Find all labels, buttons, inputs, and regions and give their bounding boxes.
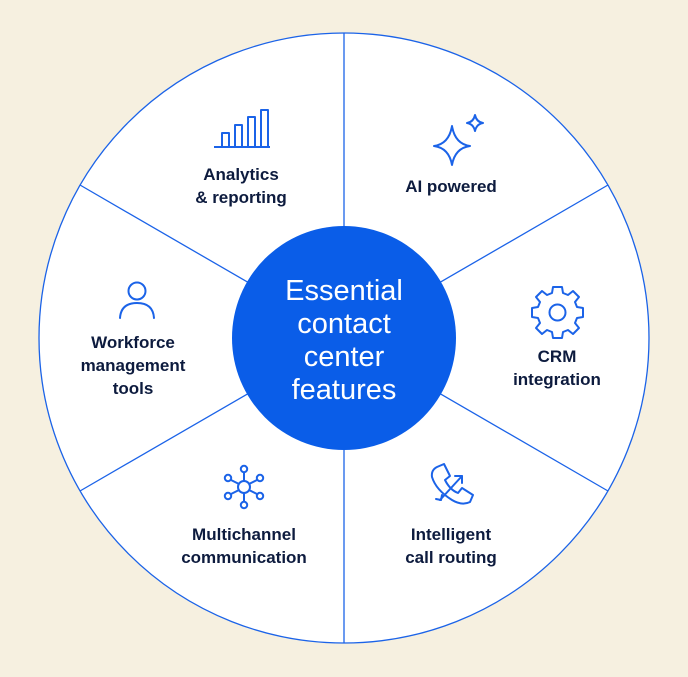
segment-label-line: Analytics xyxy=(203,165,279,184)
segment-label-ai: AI powered xyxy=(366,175,536,198)
bar-chart-icon xyxy=(214,109,270,148)
person-icon xyxy=(119,281,155,319)
segment-label-line: Workforce xyxy=(91,333,175,352)
segment-label-analytics: Analytics & reporting xyxy=(156,163,326,209)
phone-routing-icon xyxy=(430,463,474,505)
segment-label-line: communication xyxy=(181,548,307,567)
center-title-line: center xyxy=(303,341,385,373)
network-hub-icon xyxy=(223,464,265,510)
segment-label-workforce: Workforce management tools xyxy=(48,331,218,400)
segment-label-crm: CRM integration xyxy=(472,345,642,391)
sparkle-icon xyxy=(433,114,484,166)
center-title-line: Essential xyxy=(285,275,403,307)
center-title-line: features xyxy=(291,374,397,406)
segment-label-line: CRM xyxy=(537,347,577,366)
segment-label-line: AI powered xyxy=(405,177,497,196)
segment-label-line: Multichannel xyxy=(192,525,296,544)
segment-label-line: integration xyxy=(513,370,601,389)
center-circle xyxy=(232,226,456,450)
segment-label-line: & reporting xyxy=(195,188,287,207)
gear-icon xyxy=(531,286,584,339)
segment-label-multichannel: Multichannel communication xyxy=(159,523,329,569)
segment-label-line: management xyxy=(80,356,186,375)
segment-label-line: call routing xyxy=(405,548,497,567)
segment-label-line: Intelligent xyxy=(410,525,492,544)
center-title: Essential contact center features xyxy=(254,275,434,407)
segment-label-call-routing: Intelligent call routing xyxy=(366,523,536,569)
center-title-line: contact xyxy=(297,308,391,340)
segment-label-line: tools xyxy=(112,379,154,398)
